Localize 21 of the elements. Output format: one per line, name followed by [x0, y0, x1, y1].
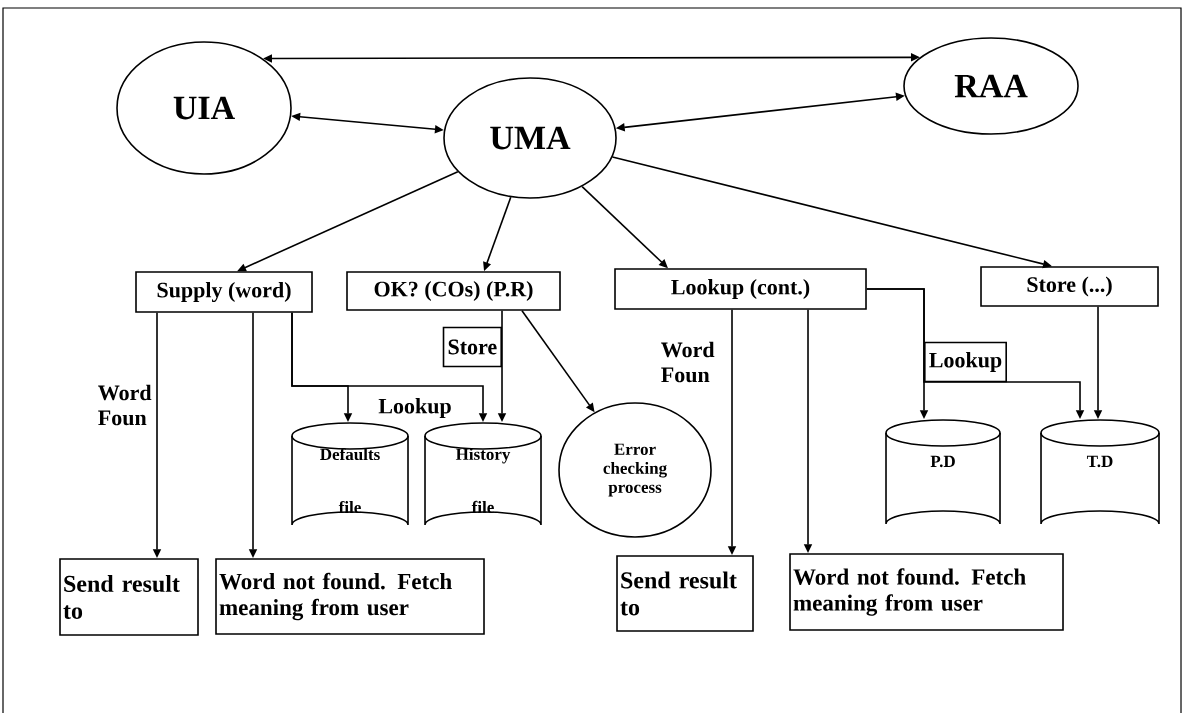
result-box: Send result to [59, 558, 199, 636]
process-box: Supply (word) [135, 271, 313, 313]
database-cylinder: Defaults file [291, 422, 409, 526]
process-box: OK? (COs) (P.R) [346, 271, 561, 311]
node-label: History file [455, 448, 511, 513]
label-box: Lookup [924, 341, 1007, 383]
node-label: P.D [930, 455, 955, 468]
node-label: T.D [1086, 455, 1113, 468]
result-box: Send result to [616, 555, 754, 632]
database-cylinder: History file [424, 422, 542, 526]
node-label: Defaults file [320, 447, 380, 514]
note-text: Word Foun [98, 384, 152, 426]
result-box: Word not found. Fetch meaning from user [215, 558, 485, 635]
process-box: Lookup (cont.) [614, 268, 867, 310]
result-box: Word not found. Fetch meaning from user [789, 553, 1064, 631]
note-text: Word Foun [661, 341, 715, 383]
label-box: Store [442, 326, 502, 368]
database-cylinder: T.D [1040, 419, 1160, 525]
edge-label: Lookup [375, 395, 455, 421]
process-box: Store (...) [980, 266, 1159, 307]
database-cylinder: P.D [885, 419, 1001, 525]
